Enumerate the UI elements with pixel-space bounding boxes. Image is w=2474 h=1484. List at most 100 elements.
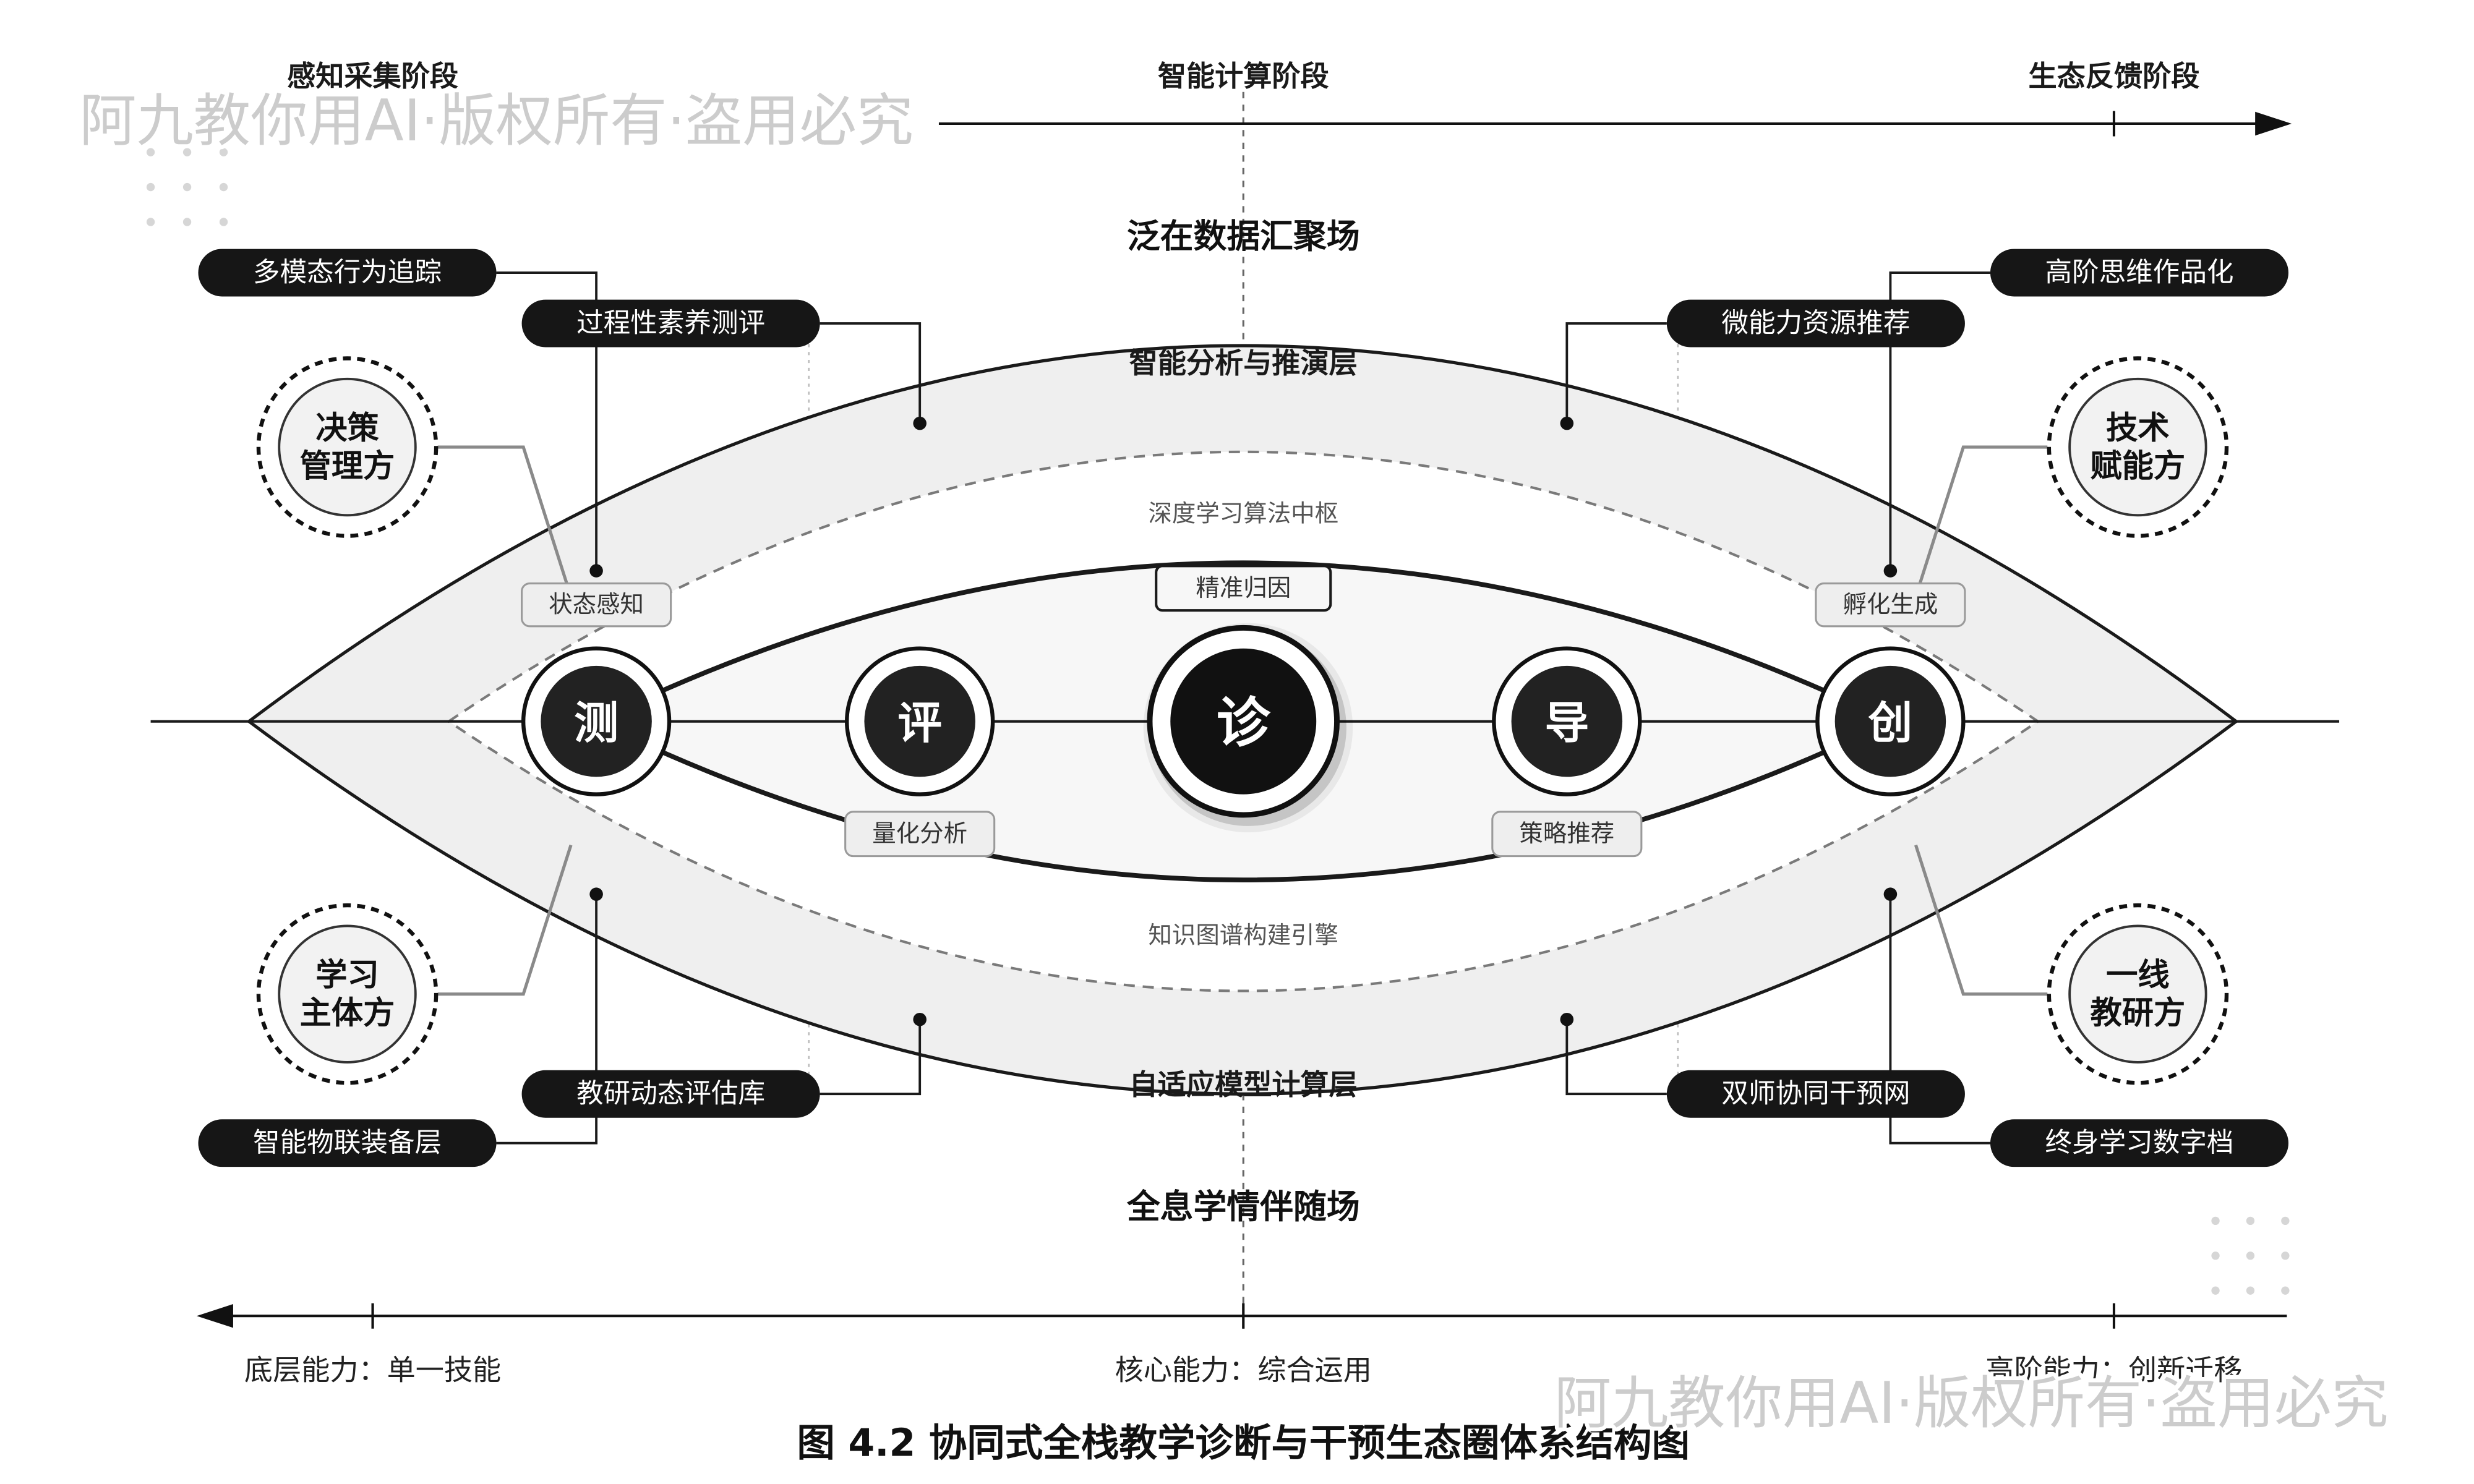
module-connectors — [496, 271, 1990, 1145]
node-label: 测 — [574, 697, 618, 749]
grid-dot — [219, 148, 228, 156]
ability-label-core: 核心能力：综合运用 — [1115, 1353, 1372, 1386]
tag-label: 孵化生成 — [1843, 591, 1938, 619]
connector-dot — [1560, 416, 1574, 430]
ability-label-basic: 底层能力：单一技能 — [244, 1353, 501, 1386]
node-disc — [864, 665, 975, 777]
connector-dot — [913, 1012, 927, 1026]
dot-grid-bottom-right — [2211, 1216, 2290, 1295]
module-pill-lower-left-inner: 教研动态评估库 — [521, 1070, 820, 1118]
stakeholder-inner-disc — [278, 377, 417, 517]
stakeholder-connectors — [437, 445, 2048, 996]
pill-bg — [1666, 1070, 1965, 1118]
stakeholder-learners: 学习 主体方 — [256, 903, 439, 1085]
stakeholder-label-line1: 决策 — [315, 409, 379, 446]
node-disc — [1834, 665, 1946, 777]
grid-dot — [2281, 1286, 2290, 1295]
field-label-upper: 泛在数据汇聚场 — [1127, 217, 1360, 256]
figure-caption: 图 4.2 协同式全栈教学诊断与干预生态圈体系结构图 — [797, 1420, 1690, 1465]
node-disc — [541, 665, 652, 777]
pill-label: 教研动态评估库 — [576, 1078, 765, 1109]
grid-dot — [2246, 1216, 2255, 1226]
connector-dot — [589, 564, 603, 578]
pill-label: 终身学习数字档 — [2045, 1128, 2233, 1159]
node-label: 诊 — [1217, 691, 1272, 754]
node-tag-strategy: 策略推荐 — [1491, 811, 1643, 858]
tag-label: 状态感知 — [549, 591, 644, 619]
grid-dot — [146, 182, 155, 192]
ability-label-advanced: 高阶能力：创新迁移 — [1985, 1353, 2242, 1386]
pill-bg — [1990, 1119, 2288, 1167]
grid-dot — [182, 218, 192, 226]
stakeholder-inner-disc — [278, 924, 417, 1064]
node-label: 导 — [1544, 697, 1589, 749]
tag-label: 策略推荐 — [1519, 820, 1614, 848]
tag-bg — [1815, 582, 1966, 628]
connector-dot — [1883, 887, 1898, 901]
stakeholder-decision-makers: 决策 管理方 — [256, 356, 439, 538]
pill-label: 高阶思维作品化 — [2045, 257, 2233, 288]
stakeholder-label-line1: 技术 — [2106, 409, 2170, 446]
layer-label-outer-upper: 智能分析与推演层 — [1129, 346, 1358, 380]
pill-bg — [1990, 249, 2288, 297]
tag-bg — [1491, 811, 1643, 858]
node-disc — [1170, 648, 1317, 795]
module-pill-upper-right-inner: 微能力资源推荐 — [1666, 299, 1965, 348]
grid-dot — [182, 182, 192, 192]
tag-bg — [521, 582, 672, 628]
pill-label: 智能物联装备层 — [253, 1128, 442, 1159]
grid-dot — [2281, 1252, 2290, 1260]
stakeholder-inner-disc — [2068, 924, 2207, 1064]
pill-label: 过程性素养测评 — [576, 308, 765, 339]
module-pill-upper-left-inner: 过程性素养测评 — [521, 299, 820, 348]
grid-dot — [2211, 1286, 2220, 1295]
layer-label-middle-upper: 深度学习算法中枢 — [1148, 500, 1338, 527]
stakeholder-inner-disc — [2068, 377, 2207, 517]
pill-label: 双师协同干预网 — [1721, 1078, 1910, 1109]
connector-upper-right-outer — [1889, 271, 1990, 571]
stage-axis-arrow-icon — [2255, 111, 2292, 136]
stakeholder-label-line2: 教研方 — [2091, 994, 2186, 1031]
node-tag-quantification: 量化分析 — [844, 811, 996, 858]
layer-label-middle-lower: 知识图谱构建引擎 — [1148, 921, 1338, 949]
stakeholder-teachers: 一线 教研方 — [2047, 903, 2229, 1085]
pill-bg — [1666, 299, 1965, 348]
pill-bg — [521, 1070, 820, 1118]
connector-lower-left-inner — [820, 1019, 922, 1096]
pill-label: 多模态行为追踪 — [253, 257, 442, 288]
module-pill-upper-left-outer: 多模态行为追踪 — [198, 249, 497, 297]
module-pill-lower-right-outer: 终身学习数字档 — [1990, 1119, 2288, 1167]
field-label-lower: 全息学情伴随场 — [1126, 1187, 1360, 1226]
connector-tech-enablers — [1917, 445, 2048, 587]
connector-lower-right-inner — [1565, 1019, 1667, 1096]
stakeholder-label-line2: 主体方 — [300, 994, 395, 1031]
module-pill-lower-right-inner: 双师协同干预网 — [1666, 1070, 1965, 1118]
connector-upper-left-outer — [496, 271, 598, 571]
node-tag-attribution: 精准归因 — [1155, 565, 1332, 612]
grid-dot — [2211, 1216, 2220, 1226]
connector-dot — [913, 416, 927, 430]
connector-upper-left-inner — [820, 322, 922, 424]
dotted-guides — [808, 336, 1679, 1098]
stage-label-perception: 感知采集阶段 — [287, 59, 458, 93]
connector-upper-right-inner — [1565, 322, 1667, 424]
stakeholder-label-line2: 赋能方 — [2091, 448, 2186, 485]
grid-dot — [2211, 1252, 2220, 1260]
dot-grid-top-left — [146, 148, 228, 226]
layer-label-outer-lower: 自适应模型计算层 — [1129, 1068, 1358, 1101]
core-node-guide: 导 — [1492, 646, 1642, 796]
ability-axis — [196, 1303, 2287, 1329]
connector-dot — [589, 887, 603, 901]
connector-learners — [437, 844, 573, 996]
node-tag-incubation: 孵化生成 — [1815, 582, 1966, 628]
stakeholder-label-line1: 学习 — [315, 957, 379, 994]
core-node-diagnose: 诊 — [1143, 623, 1353, 833]
stakeholder-tech-enablers: 技术 赋能方 — [2047, 356, 2229, 538]
node-label: 评 — [897, 697, 942, 749]
grid-dot — [2281, 1216, 2290, 1226]
grid-dot — [146, 218, 155, 226]
core-node-measure: 测 — [521, 646, 672, 796]
tag-bg — [844, 811, 996, 858]
grid-dot — [2246, 1252, 2255, 1260]
